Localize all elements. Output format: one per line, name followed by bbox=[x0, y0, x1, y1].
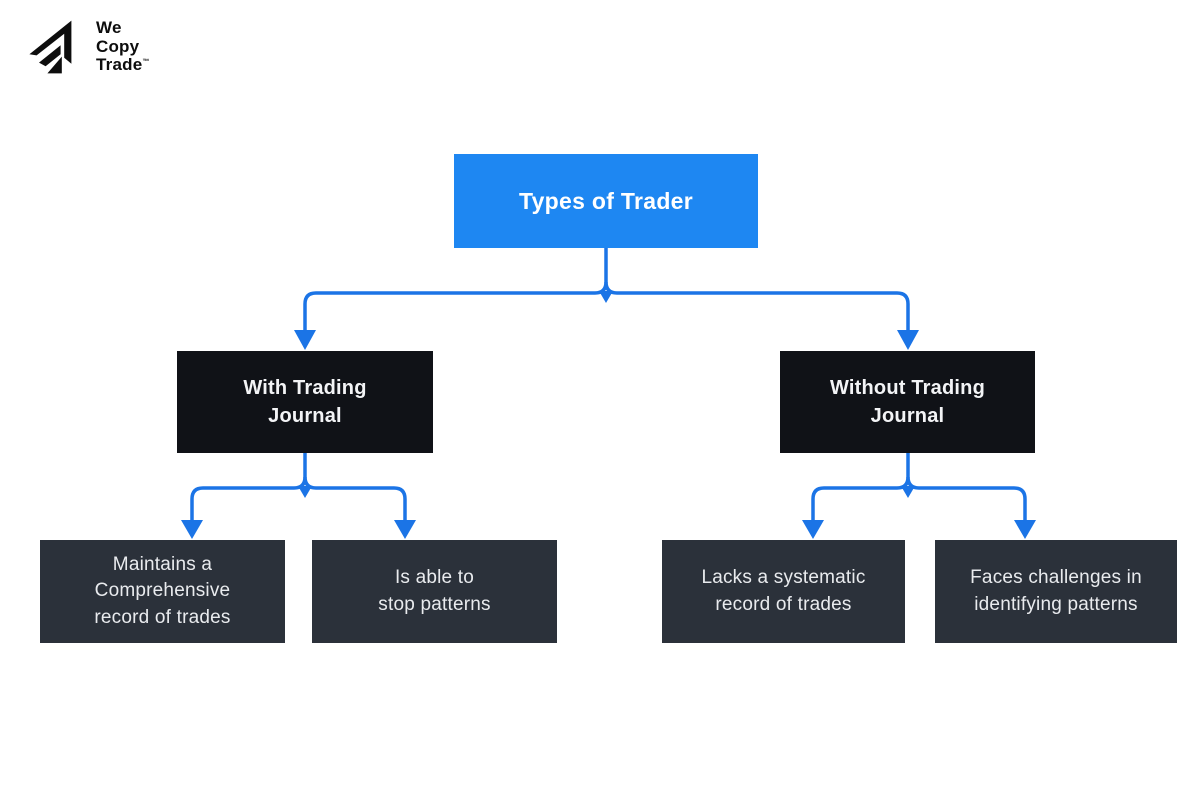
brand-name-line2: Copy bbox=[96, 36, 140, 56]
leaf-node-label: Maintains a Comprehensive record of trad… bbox=[94, 554, 231, 628]
arrowhead-leaf-2 bbox=[394, 520, 416, 539]
node-with-trading-journal: With Trading Journal bbox=[177, 351, 433, 453]
arrowhead-branch-left bbox=[294, 330, 316, 350]
node-able-to-stop-patterns: Is able to stop patterns bbox=[312, 540, 557, 643]
branch-node-label: Without Trading Journal bbox=[829, 377, 985, 427]
brand-name-line1: We bbox=[96, 18, 122, 38]
root-node-label: Types of Trader bbox=[518, 187, 694, 214]
brand-name: We Copy Trade™ bbox=[96, 19, 150, 74]
brand-name-line3: Trade™ bbox=[96, 55, 150, 75]
arrowhead-leaf-1 bbox=[181, 520, 203, 539]
leaf-node-label: Lacks a systematic record of trades bbox=[701, 567, 866, 615]
node-without-trading-journal: Without Trading Journal bbox=[780, 351, 1035, 453]
node-maintains-record: Maintains a Comprehensive record of trad… bbox=[40, 540, 285, 643]
arrowhead-branch-right bbox=[897, 330, 919, 350]
arrowhead-leaf-3 bbox=[802, 520, 824, 539]
arrowhead-leaf-4 bbox=[1014, 520, 1036, 539]
node-lacks-systematic-record: Lacks a systematic record of trades bbox=[662, 540, 905, 643]
leaf-node-label: Is able to stop patterns bbox=[378, 567, 491, 615]
wecopytrade-logo-icon bbox=[27, 16, 87, 78]
leaf-node-label: Faces challenges in identifying patterns bbox=[970, 567, 1142, 615]
node-faces-challenges-patterns: Faces challenges in identifying patterns bbox=[935, 540, 1177, 643]
node-types-of-trader: Types of Trader bbox=[454, 154, 758, 248]
branch-node-label: With Trading Journal bbox=[243, 377, 367, 427]
brand-logo: We Copy Trade™ bbox=[27, 16, 150, 78]
trademark-symbol: ™ bbox=[142, 58, 150, 66]
